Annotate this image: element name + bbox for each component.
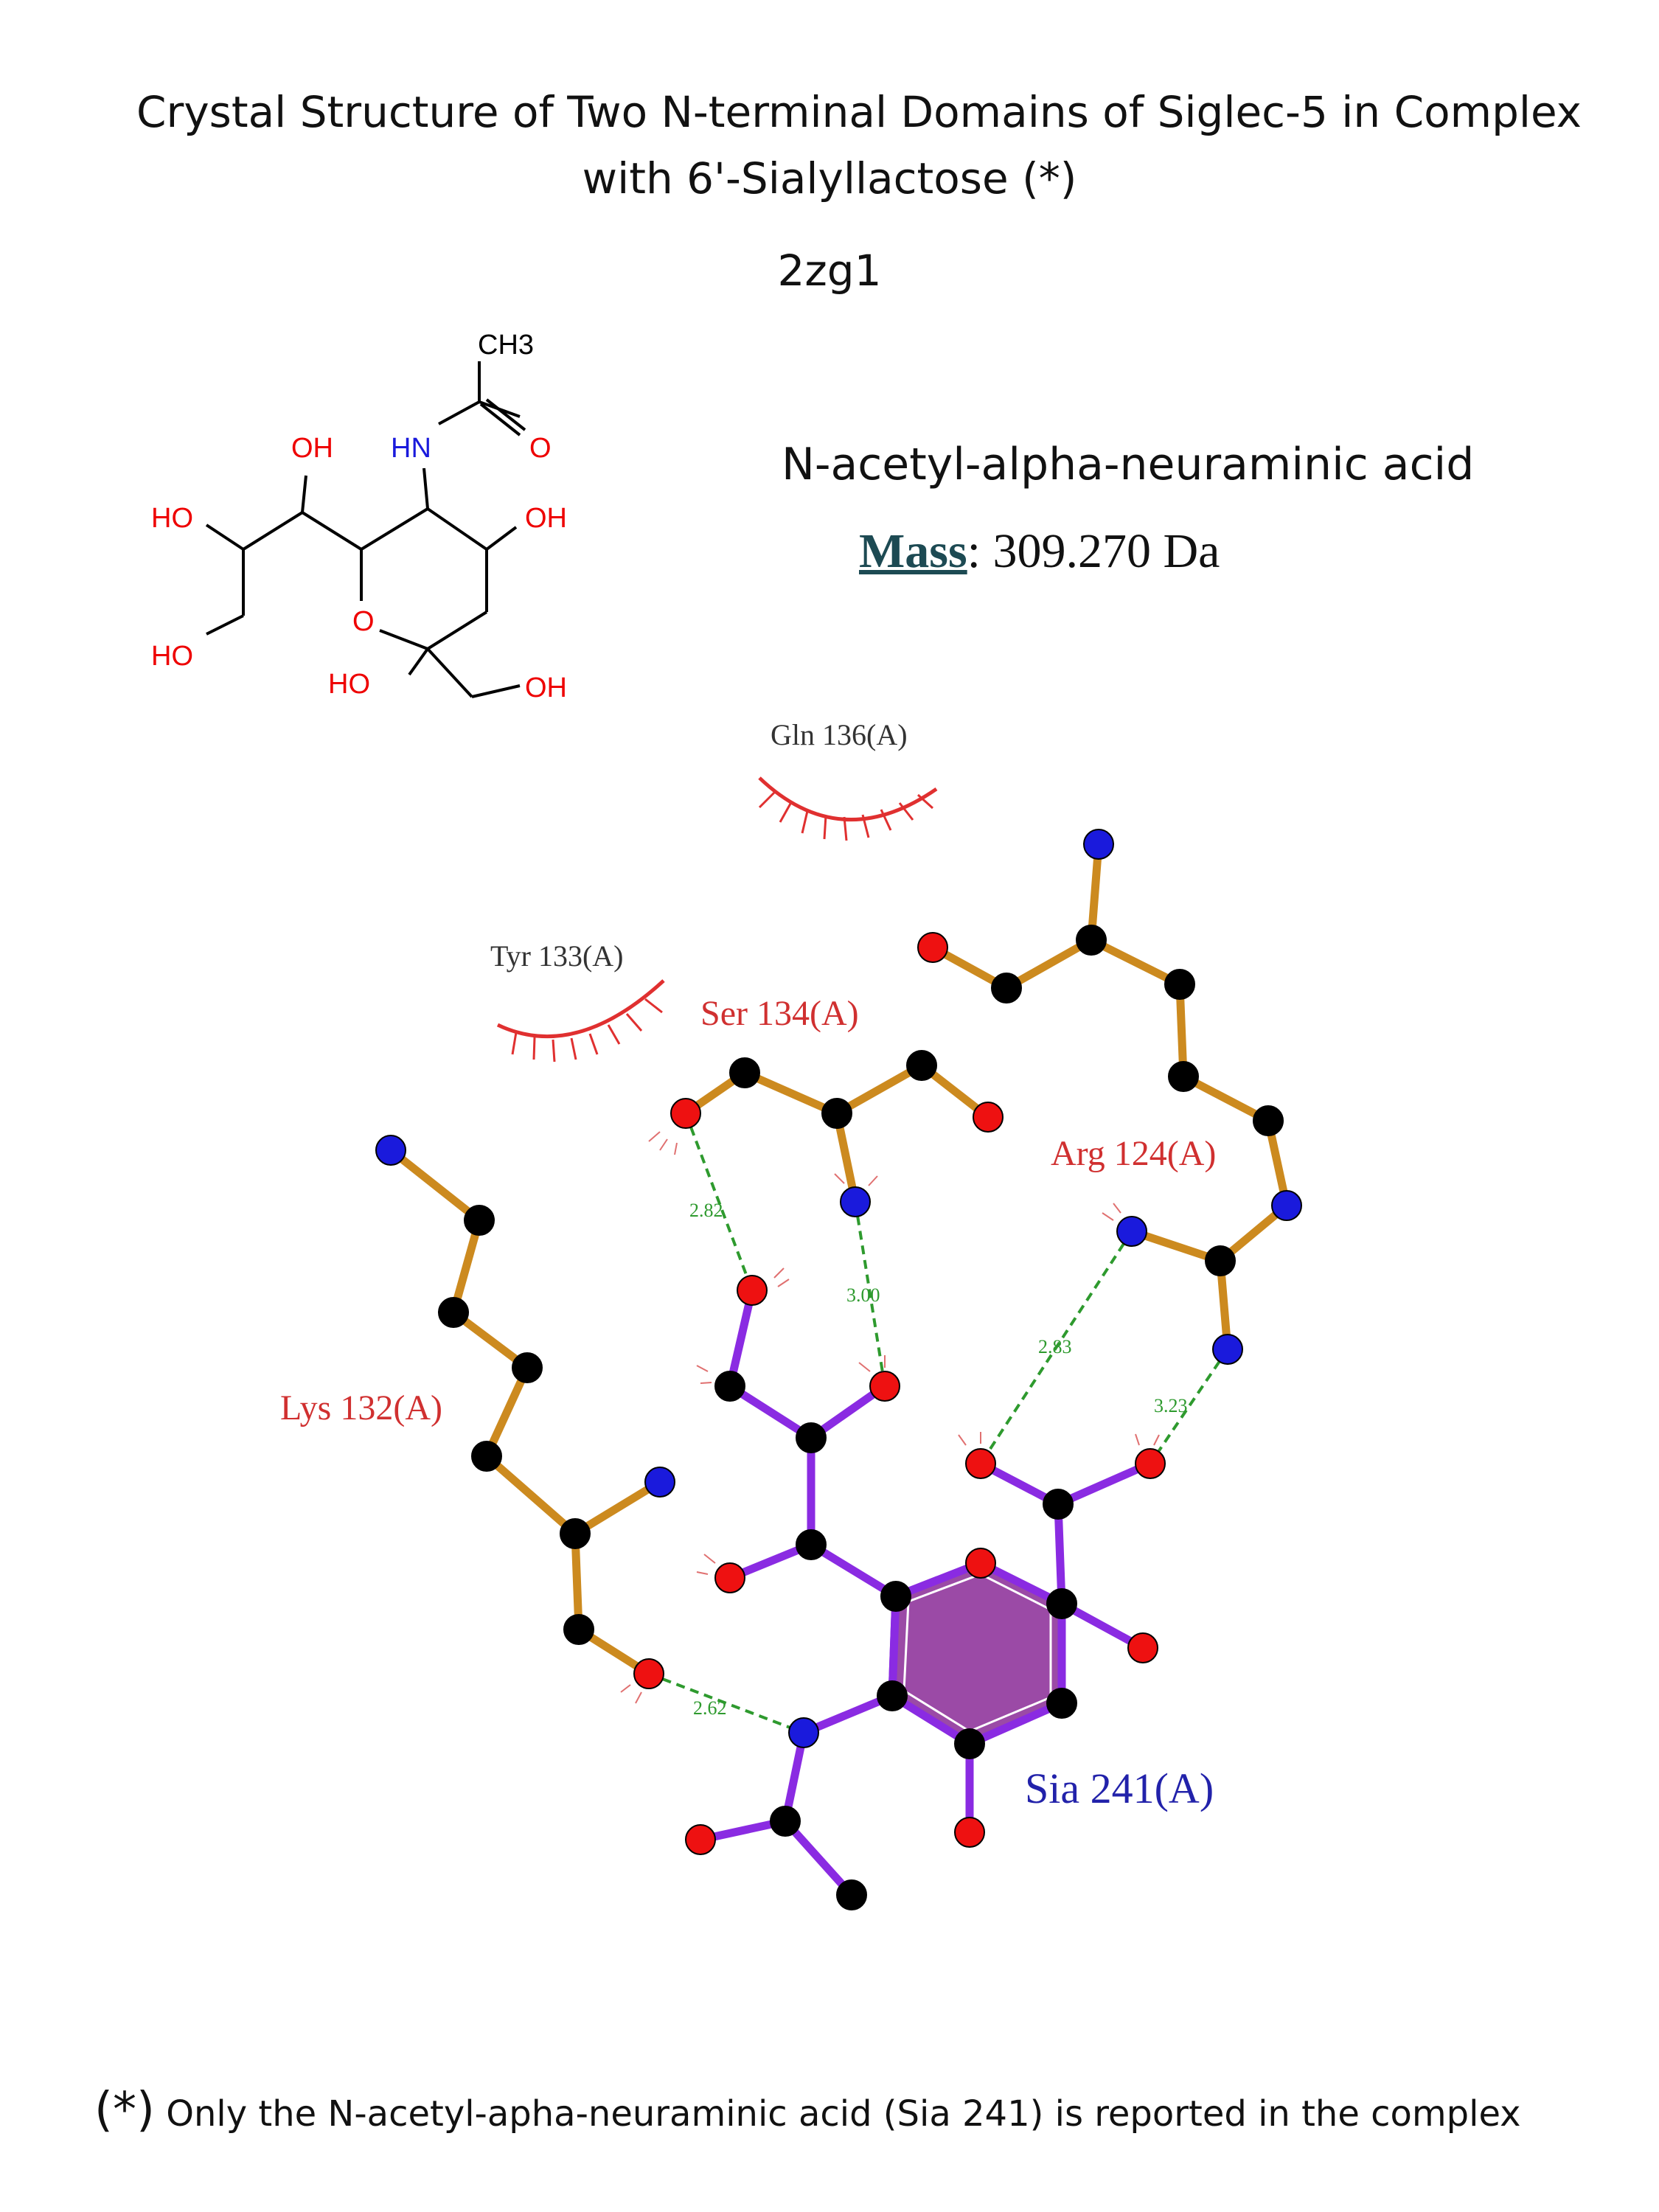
gln136-arc-spokes	[758, 791, 934, 841]
ligand-name: N-acetyl-alpha-neuraminic acid	[782, 439, 1475, 490]
ho-lower-label: HO	[151, 641, 193, 672]
tyr133-label: Tyr 133(A)	[490, 939, 624, 973]
pdb-id: 2zg1	[777, 246, 882, 296]
residue-labels: Gln 136(A) Tyr 133(A) Ser 134(A) Arg 124…	[280, 718, 1216, 1812]
hydrophobic-contacts	[496, 776, 938, 1062]
carbonyl-o-label: O	[529, 433, 552, 464]
footnote-text: Only the N-acetyl-apha-neuraminic acid (…	[154, 2093, 1521, 2135]
atoms	[375, 829, 1302, 1910]
contact-spokes	[620, 1131, 1160, 1704]
distance-label-3: 2.83	[1038, 1336, 1072, 1357]
distance-label-1: 2.82	[689, 1200, 723, 1221]
distance-label-5: 2.62	[693, 1697, 727, 1719]
lys132-chain	[386, 1146, 664, 1539]
title-line-2: with 6'-Sialyllactose (*)	[582, 153, 1077, 204]
ho-ring-label: HO	[328, 669, 370, 700]
mass-value: : 309.270 Da	[967, 524, 1220, 578]
hbond-lys132-n5	[648, 1672, 804, 1734]
ring-o-label: O	[352, 606, 375, 637]
mass-label: Mass	[859, 524, 967, 578]
oh-right-label: OH	[525, 503, 567, 534]
lys132-backbone	[571, 1529, 653, 1678]
hydrogen-bonds	[648, 1113, 1229, 1734]
sia241-label: Sia 241(A)	[1025, 1764, 1214, 1812]
lys132-label: Lys 132(A)	[280, 1388, 442, 1427]
ch3-label: CH3	[478, 330, 534, 361]
tyr133-arc-spokes	[511, 998, 663, 1062]
sia241-ring	[888, 1559, 1066, 1748]
oh-bottom-label: OH	[525, 672, 567, 703]
gln136-label: Gln 136(A)	[771, 718, 908, 751]
distance-label-2: 3.00	[846, 1284, 880, 1306]
title-line-1: Crystal Structure of Two N-terminal Doma…	[136, 87, 1582, 137]
oh-top-label: OH	[291, 433, 333, 464]
hbond-ser134-o8	[854, 1201, 886, 1387]
hbond-arg124-o1a	[1149, 1348, 1229, 1465]
skeletal-atom-labels: CH3 OH HN O HO OH O HO HO OH	[151, 330, 567, 703]
ho-left-label: HO	[151, 503, 193, 534]
ser134-label: Ser 134(A)	[700, 994, 859, 1033]
arg124-label: Arg 124(A)	[1051, 1134, 1216, 1173]
skeletal-bonds	[205, 361, 526, 698]
footnote-star: (*)	[94, 2083, 155, 2138]
hbond-arg124-o1b	[979, 1230, 1133, 1465]
hbond-ser134-o9	[684, 1113, 754, 1291]
ligand-mass: Mass: 309.270 Da	[859, 524, 1220, 580]
footnote: (*) Only the N-acetyl-apha-neuraminic ac…	[94, 2083, 1521, 2138]
hbond-distance-labels: 2.82 3.00 2.83 3.23 2.62	[689, 1200, 1188, 1719]
hn-label: HN	[391, 433, 431, 464]
tyr133-arc	[496, 979, 665, 1039]
distance-label-4: 3.23	[1154, 1395, 1188, 1416]
